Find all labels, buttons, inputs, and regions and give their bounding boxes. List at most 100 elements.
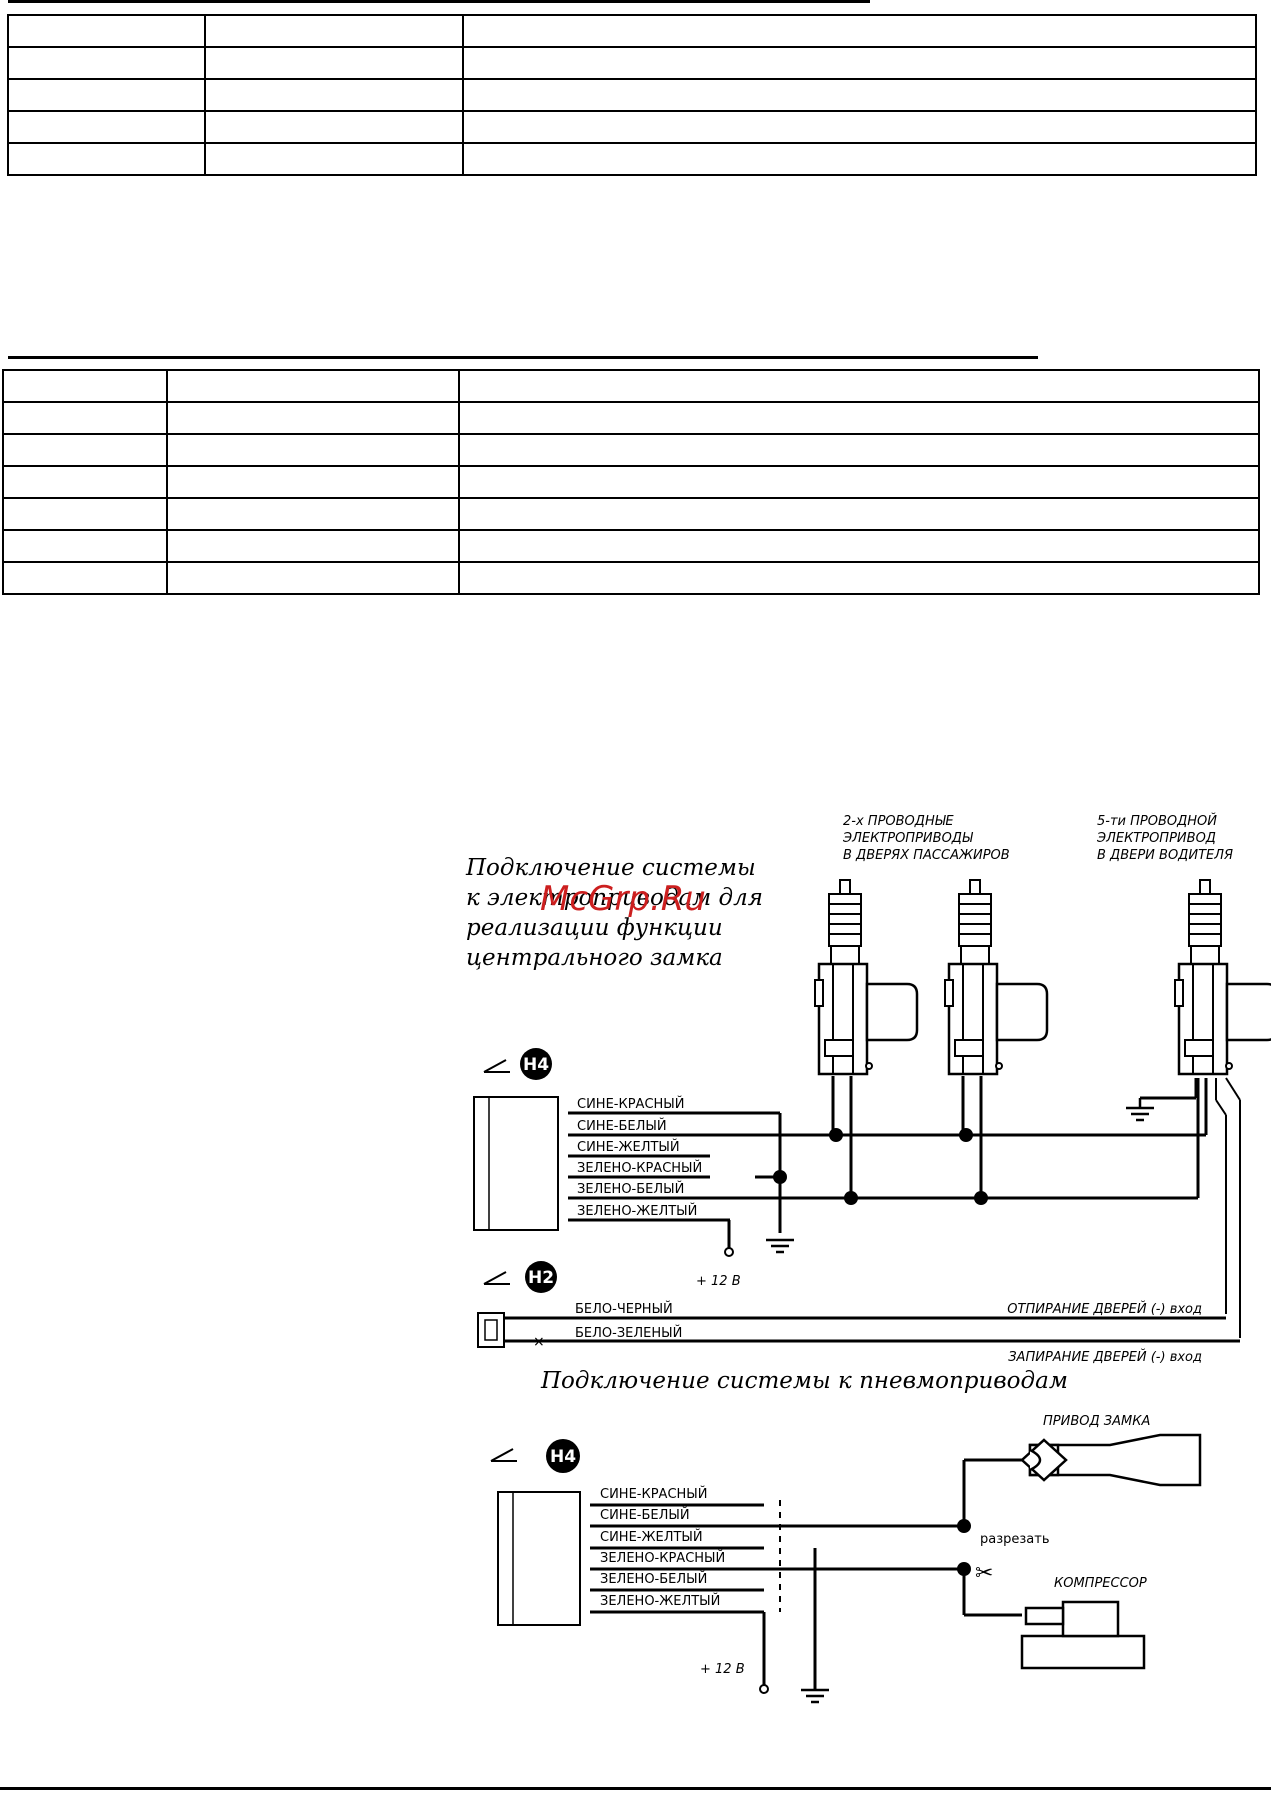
diagram1-title-line1: Подключение системы [465, 855, 756, 881]
table-cell [166, 401, 460, 435]
table-cell [166, 497, 460, 531]
scissors-icon: ✂ [975, 1561, 993, 1586]
lock-drive-label: ПРИВОД ЗАМКА [1043, 1414, 1150, 1429]
h4-2-wire-1: СИНЕ-КРАСНЫЙ [600, 1486, 708, 1502]
diagram1-title-line4: центрального замка [466, 945, 723, 971]
h4-2-wire-5: ЗЕЛЕНО-БЕЛЫЙ [600, 1571, 707, 1587]
table-cell [204, 46, 464, 80]
table-row [7, 78, 1257, 112]
cut-mark-icon: × [533, 1334, 545, 1350]
table-row [7, 46, 1257, 80]
diagram1-title-line2: к электроприводам для [466, 885, 763, 911]
table-cell [462, 78, 1257, 112]
plus12-label-2: + 12 В [700, 1662, 745, 1677]
table-row [2, 529, 1260, 563]
connector-h2-badge [525, 1261, 557, 1293]
table-cell [458, 497, 1260, 531]
connector-h2-label: H2 [528, 1268, 554, 1288]
lock-input-label: ЗАПИРАНИЕ ДВЕРЕЙ (-) вход [1008, 1349, 1202, 1365]
table-cell [2, 433, 168, 467]
table-row [7, 14, 1257, 48]
h2-connector-block [477, 1312, 505, 1348]
h4-wire-5: ЗЕЛЕНО-БЕЛЫЙ [577, 1181, 684, 1197]
table-cell [204, 142, 464, 176]
connector-h4-2-badge [546, 1439, 580, 1473]
table-cell [7, 110, 206, 144]
table-row [2, 465, 1260, 499]
top-rule [8, 0, 870, 3]
table-cell [166, 433, 460, 467]
table-cell [7, 142, 206, 176]
connector-h4-label: H4 [523, 1055, 549, 1075]
middle-rule [8, 356, 1038, 359]
h4-wire-6: ЗЕЛЕНО-ЖЕЛТЫЙ [577, 1203, 697, 1219]
plus12-terminal-2-icon [759, 1684, 769, 1694]
table-cell [166, 529, 460, 563]
ground-icon-driver [1124, 1106, 1156, 1122]
watermark: McGrp.Ru [540, 879, 706, 919]
unlock-input-label: ОТПИРАНИЕ ДВЕРЕЙ (-) вход [1007, 1301, 1202, 1317]
table-cell [2, 497, 168, 531]
table-cell [458, 561, 1260, 595]
table-cell [458, 465, 1260, 499]
passenger-actuator-1 [813, 878, 919, 1076]
h4-2-wire-6: ЗЕЛЕНО-ЖЕЛТЫЙ [600, 1593, 720, 1609]
table-cell [458, 401, 1260, 435]
h4-wire-1: СИНЕ-КРАСНЫЙ [577, 1096, 685, 1112]
passenger-actuator-2 [943, 878, 1049, 1076]
compressor-label: КОМПРЕССОР [1054, 1576, 1147, 1591]
h4-wire-2: СИНЕ-БЕЛЫЙ [577, 1118, 667, 1134]
table-row [2, 561, 1260, 595]
actuator-5wire-label-line2: ЭЛЕКТРОПРИВОД [1096, 831, 1216, 846]
actuator-5wire-label-line3: В ДВЕРИ ВОДИТЕЛЯ [1097, 848, 1233, 863]
table-cell [462, 46, 1257, 80]
table-row [2, 369, 1260, 403]
diagram1-title-line3: реализации функции [466, 915, 723, 941]
table-row [2, 497, 1260, 531]
h2-wire-2: БЕЛО-ЗЕЛЕНЫЙ [575, 1325, 682, 1341]
h4-2-wire-3: СИНЕ-ЖЕЛТЫЙ [600, 1529, 703, 1545]
table-cell [166, 561, 460, 595]
table-cell [166, 465, 460, 499]
table-cell [2, 529, 168, 563]
actuators-2wire-label-line2: ЭЛЕКТРОПРИВОДЫ [842, 831, 974, 846]
h4-arrow-icon [483, 1059, 507, 1073]
table-cell [458, 369, 1260, 403]
actuators-2wire-label-line3: В ДВЕРЯХ ПАССАЖИРОВ [843, 848, 1010, 863]
actuator-5wire-label-line1: 5-ти ПРОВОДНОЙ [1097, 813, 1217, 829]
table-cell [2, 465, 168, 499]
table-cell [204, 14, 464, 48]
table-cell [7, 78, 206, 112]
table-cell [7, 14, 206, 48]
plus12-label: + 12 В [696, 1274, 741, 1289]
table-cell [462, 14, 1257, 48]
actuators-2wire-label-line1: 2-х ПРОВОДНЫЕ [843, 814, 954, 829]
table-cell [204, 78, 464, 112]
table-cell [458, 433, 1260, 467]
ground-icon-pneumatic [799, 1688, 831, 1704]
table-cell [2, 369, 168, 403]
table-cell [204, 110, 464, 144]
h4-wire-3: СИНЕ-ЖЕЛТЫЙ [577, 1139, 680, 1155]
table-top [7, 14, 1257, 176]
table-cell [7, 46, 206, 80]
plus12-terminal-icon [724, 1247, 734, 1257]
table-cell [166, 369, 460, 403]
h4-2-wire-2: СИНЕ-БЕЛЫЙ [600, 1507, 690, 1523]
h4-wire-4: ЗЕЛЕНО-КРАСНЫЙ [577, 1160, 702, 1176]
diagram2-title: Подключение системы к пневмоприводам [540, 1368, 1068, 1394]
lock-drive-icon [1020, 1433, 1202, 1487]
ground-icon-h4 [764, 1238, 796, 1254]
bottom-rule [0, 1787, 1271, 1790]
h4-2-wire-4: ЗЕЛЕНО-КРАСНЫЙ [600, 1550, 725, 1566]
table-cell [458, 529, 1260, 563]
compressor-icon [1020, 1600, 1146, 1670]
driver-actuator [1173, 878, 1271, 1076]
h4-2-connector-block [497, 1491, 581, 1626]
table-middle [2, 369, 1260, 595]
table-row [2, 401, 1260, 435]
table-cell [462, 142, 1257, 176]
h2-wire-1: БЕЛО-ЧЕРНЫЙ [575, 1301, 673, 1317]
connector-h4-2-label: H4 [550, 1447, 576, 1467]
table-row [2, 433, 1260, 467]
